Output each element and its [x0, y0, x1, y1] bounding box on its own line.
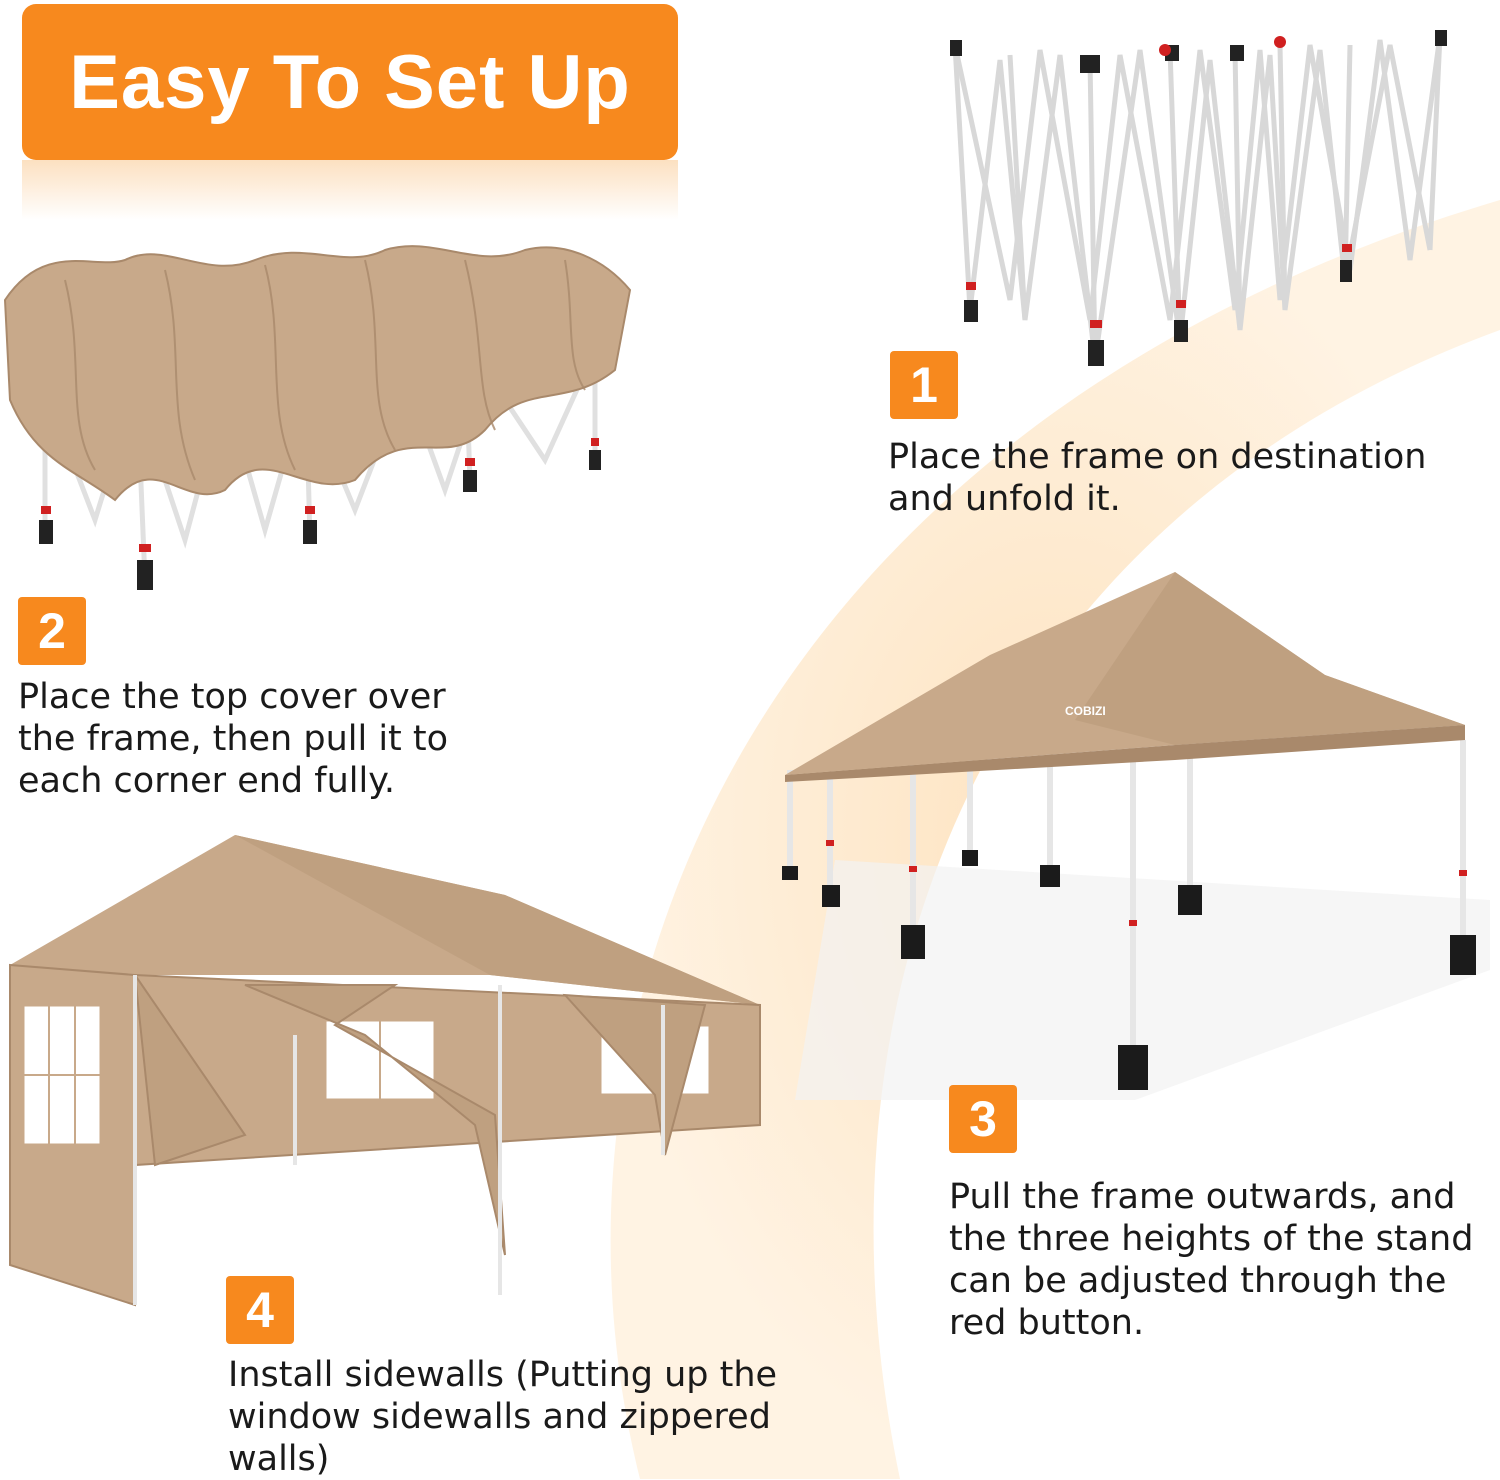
- step-1-badge: 1: [890, 351, 958, 419]
- title-banner: Easy To Set Up: [22, 4, 678, 160]
- folded-canopy-image: [3, 245, 632, 590]
- canopy-image: COBIZI: [782, 572, 1490, 1100]
- step-3-text: Pull the frame outwards, and the three h…: [949, 1177, 1474, 1343]
- brand-logo: COBIZI: [1065, 704, 1106, 718]
- step-1-text: Place the frame on destination and unfol…: [888, 437, 1427, 519]
- title-shadow: [22, 160, 678, 220]
- page-title: Easy To Set Up: [69, 39, 631, 125]
- folded-frame-image: [950, 30, 1447, 366]
- canopy-sidewalls-image: [9, 835, 761, 1307]
- step-4-badge: 4: [226, 1276, 294, 1344]
- step-3-badge: 3: [949, 1085, 1017, 1153]
- step-2-text: Place the top cover over the frame, then…: [18, 677, 449, 801]
- step-2-badge: 2: [18, 597, 86, 665]
- step-4-text: Install sidewalls (Putting up the window…: [228, 1355, 778, 1479]
